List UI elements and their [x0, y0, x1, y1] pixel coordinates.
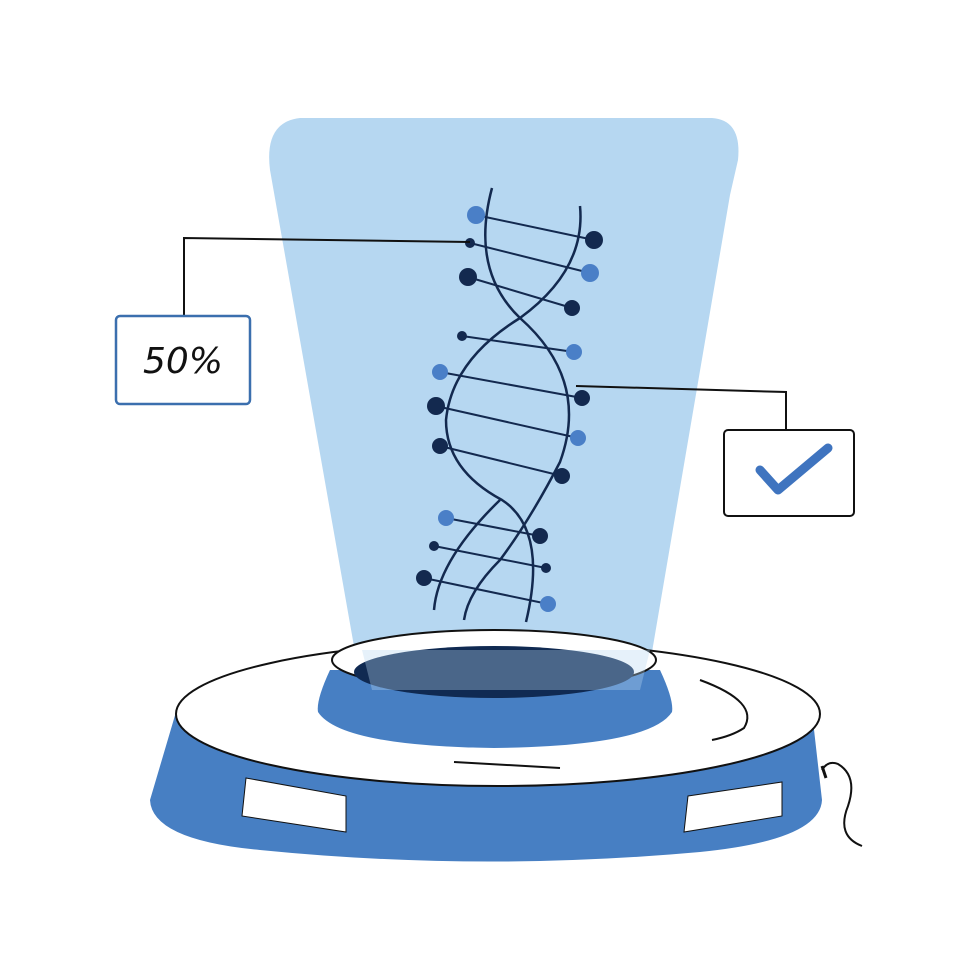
power-cable: [821, 761, 863, 847]
dna-helix-icon: [416, 187, 603, 623]
hologram-beam: [269, 118, 739, 652]
checkmark-icon: [755, 443, 833, 495]
base-light-panel-right: [683, 781, 783, 833]
projector-pit: [354, 646, 634, 698]
check-connector-line: [575, 385, 787, 430]
hologram-projector-icon: [150, 629, 863, 862]
check-card: [723, 429, 855, 517]
percent-label: 50%: [143, 341, 223, 382]
percent-connector-line: [183, 236, 471, 316]
percent-label-card: 50%: [114, 314, 252, 406]
base-light-panel-left: [241, 777, 347, 833]
